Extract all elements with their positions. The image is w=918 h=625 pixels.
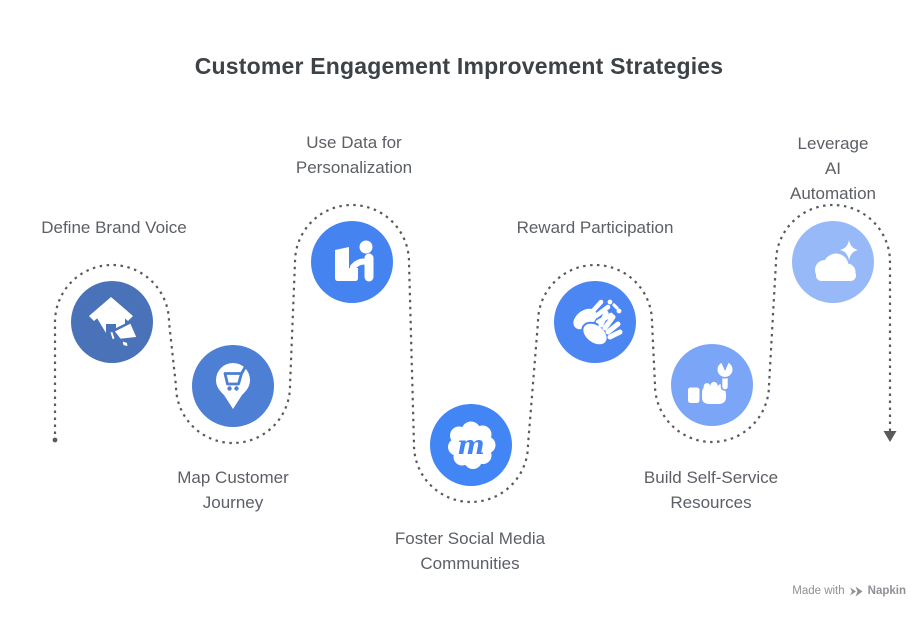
watermark: Made with Napkin (792, 585, 906, 597)
step-circle-map-customer-journey (192, 345, 274, 427)
step-circle-bg (554, 281, 636, 363)
diagram-title: Customer Engagement Improvement Strategi… (194, 53, 724, 79)
step-circle-build-self-service-resources (671, 344, 753, 426)
cloud-sparkle-icon (815, 240, 858, 281)
step-circle-foster-social-media-communities: m (430, 404, 512, 486)
step-circle-use-data-for-personalization (311, 221, 393, 303)
step-label-build-self-service-resources: Build Self-Service Resources (643, 468, 779, 512)
step-circle-define-brand-voice (71, 281, 153, 363)
hand-wrench-icon (688, 358, 735, 404)
badge-letter: m (457, 431, 485, 461)
person-kiosk-icon (335, 240, 374, 282)
napkin-logo-icon (849, 586, 863, 596)
step-label-map-customer-journey: Map Customer Journey (177, 468, 289, 512)
flow-arrowhead-icon (883, 431, 897, 442)
step-circle-reward-participation (554, 281, 636, 363)
step-label-leverage-ai-automation: Leverage AI Automation (790, 134, 876, 203)
napkin-brand-label: Napkin (867, 585, 906, 597)
step-circle-bg (311, 221, 393, 303)
step-label-define-brand-voice: Define Brand Voice (41, 218, 187, 237)
community-badge-icon: m (448, 421, 496, 469)
flow-start-dot (52, 437, 58, 443)
made-with-label: Made with (792, 585, 845, 597)
step-label-foster-social-media-communities: Foster Social Media Communities (394, 529, 546, 573)
house-megaphone-icon (89, 297, 140, 349)
step-circle-leverage-ai-automation (792, 221, 874, 303)
step-label-reward-participation: Reward Participation (516, 218, 674, 237)
clapping-hands-icon (573, 299, 623, 347)
step-label-use-data-for-personalization: Use Data for Personalization (295, 133, 413, 177)
map-pin-cart-icon (216, 363, 250, 409)
